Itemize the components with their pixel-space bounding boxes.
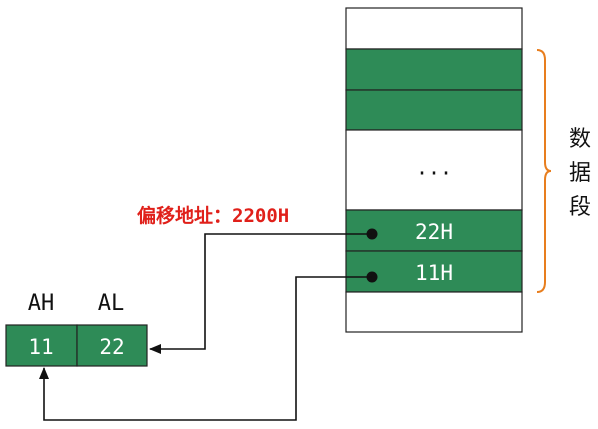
register-ax: AH AL 11 22 [5,291,148,367]
register-al-value: 22 [99,335,124,359]
segment-label-char-1: 数 [569,127,591,152]
register-ah-label: AH [28,291,55,316]
memory-cell-11h-label: 11H [415,261,453,285]
memory-cell-11h [345,250,523,293]
memory-cell-green-2 [345,89,523,131]
memory-cell-top [345,7,523,50]
memory-cell-bottom [345,291,523,333]
arrow-11h-to-ah [39,276,372,421]
memory-cell-green-1 [345,48,523,91]
segment-label-char-2: 据 [569,161,591,186]
offset-address-label: 偏移地址：2200H [137,204,289,227]
register-al-cell [76,324,148,367]
segment-label-char-3: 段 [569,195,591,220]
data-segment-brace [536,49,552,293]
register-al-label: AL [98,291,125,316]
register-ah-value: 11 [28,335,53,359]
memory-ellipsis: ··· [416,161,452,185]
memory-column: ··· 22H 11H [345,7,523,333]
arrow-22h-to-al [149,233,372,354]
memory-cell-22h-label: 22H [415,220,453,244]
memory-cell-gap [345,129,523,211]
